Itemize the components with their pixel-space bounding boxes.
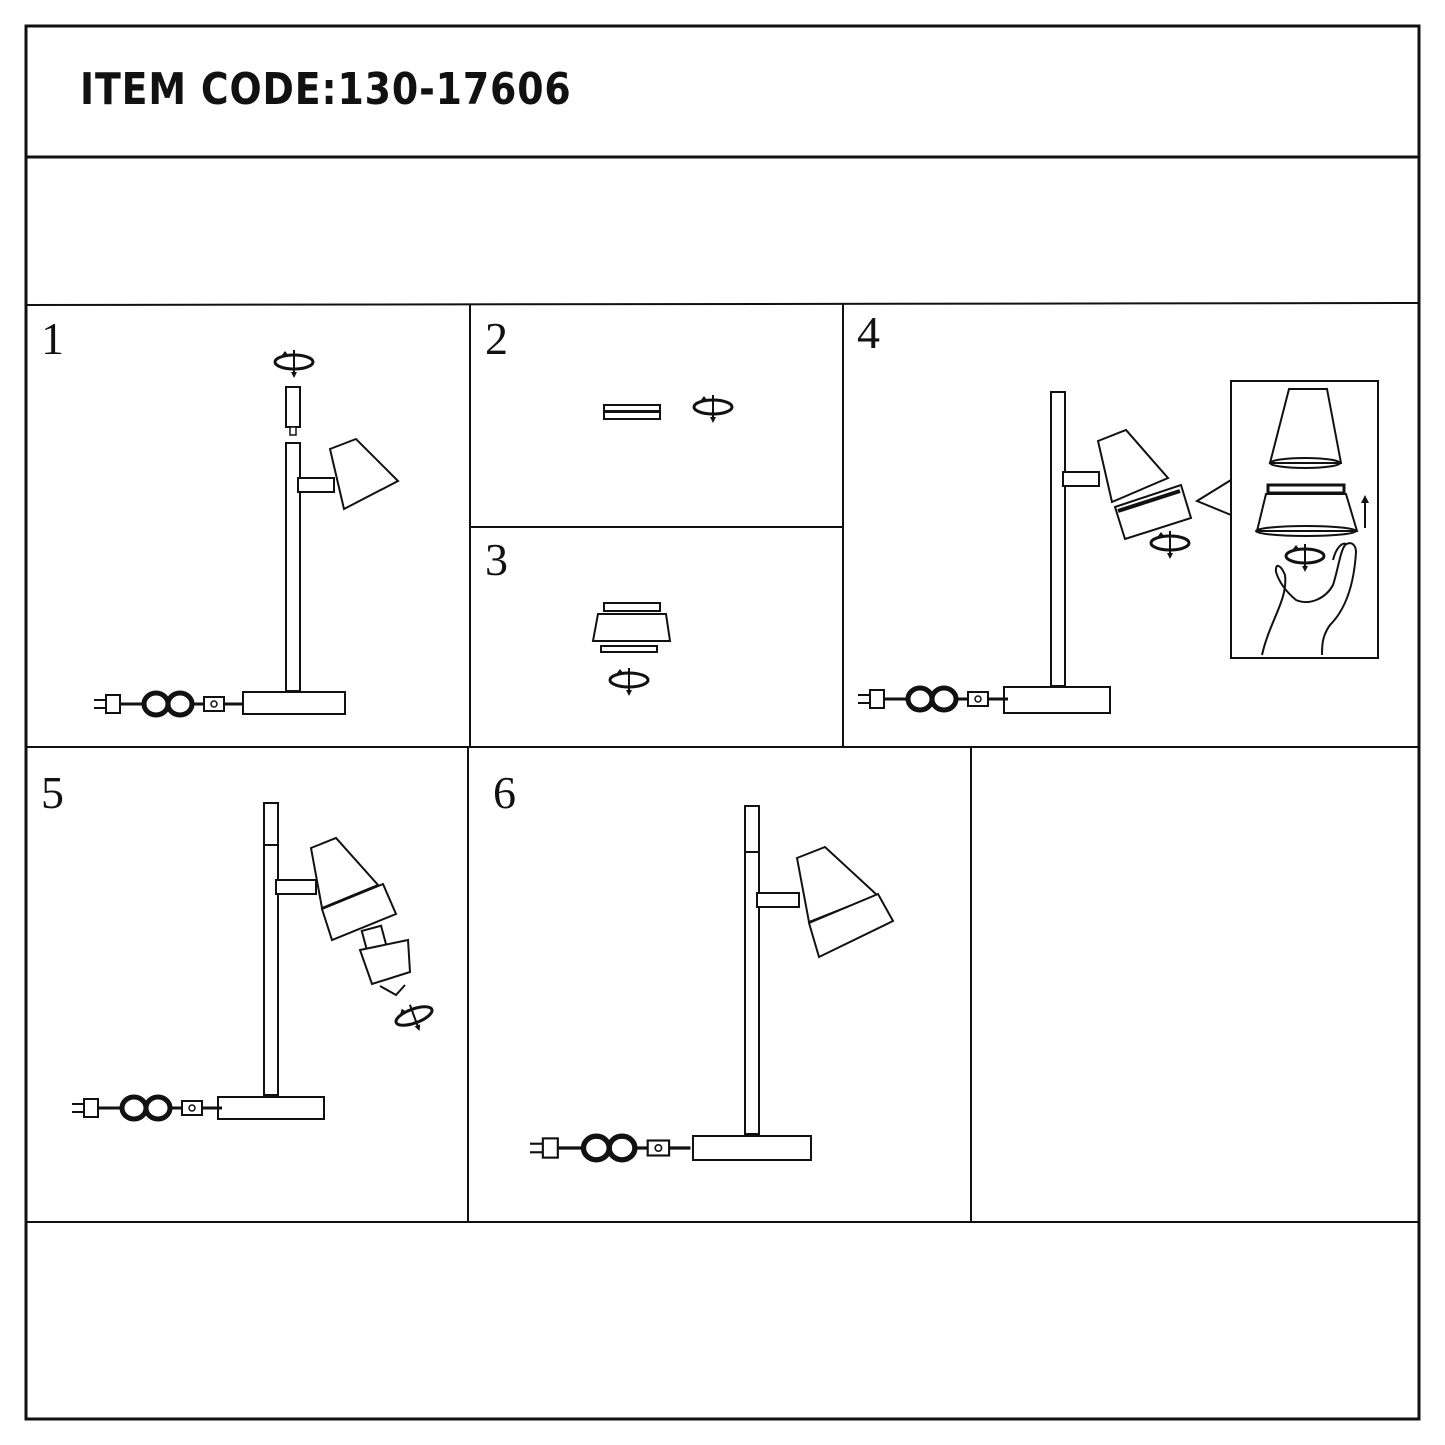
step-2-illustration <box>603 393 734 425</box>
step-3-illustration <box>591 602 672 698</box>
grid-line-top <box>25 302 1420 306</box>
step-number-1: 1 <box>41 313 64 364</box>
outer-border <box>24 24 1421 1421</box>
step-number-3: 3 <box>485 534 508 585</box>
step-1-illustration <box>94 348 400 715</box>
item-code-title: ITEM CODE:130-17606 <box>80 64 572 115</box>
step-4-illustration <box>858 380 1379 714</box>
step-number-2: 2 <box>485 313 508 364</box>
step-5-illustration <box>72 802 439 1119</box>
step-number-4: 4 <box>857 307 880 358</box>
step-6-illustration <box>530 805 895 1160</box>
step-number-5: 5 <box>41 767 64 818</box>
step-number-6: 6 <box>493 767 516 818</box>
